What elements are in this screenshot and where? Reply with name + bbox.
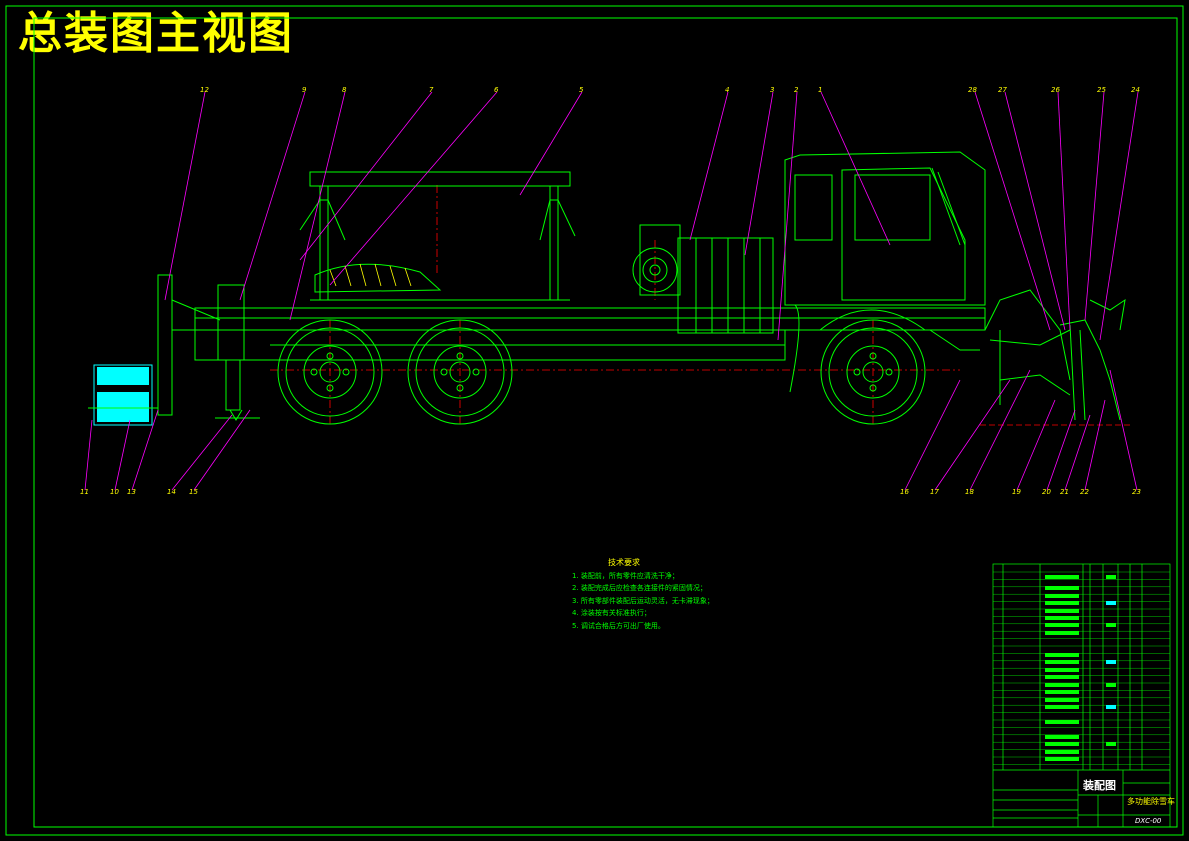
parts-list-cell	[1045, 653, 1079, 657]
parts-list-cell	[1045, 683, 1079, 687]
tech-requirement-item: 5. 调试合格后方可出厂使用。	[572, 621, 665, 630]
parts-list	[992, 563, 1171, 828]
rear-wheel-1	[277, 319, 383, 425]
tank	[677, 237, 774, 334]
hopper	[309, 171, 571, 187]
parts-list-cell	[1045, 601, 1079, 605]
parts-list-cell	[1045, 690, 1079, 694]
title-block-drawing-no: DXC-00	[1135, 817, 1162, 825]
parts-list-rows	[993, 571, 1170, 765]
parts-list-cell	[1106, 683, 1116, 687]
wheels	[277, 319, 926, 425]
title-block-product-name: 多功能除雪车	[1127, 796, 1175, 806]
balloon-labels-bottom: 11 10 13 14 15 16 17 18 19 20 21 22 23	[80, 488, 1141, 496]
chassis-frame	[194, 307, 986, 331]
title-block-drawing-name: 装配图	[1082, 778, 1116, 792]
parts-list-cell	[1045, 750, 1079, 754]
parts-list-cell	[1045, 575, 1079, 579]
balloon-28: 28	[968, 86, 977, 94]
parts-list-cell	[1045, 720, 1079, 724]
parts-list-cell	[1045, 705, 1079, 709]
balloon-9: 9	[302, 86, 307, 94]
parts-list-cell	[1045, 742, 1079, 746]
parts-list-cell	[1106, 742, 1116, 746]
balloon-13: 13	[127, 488, 136, 496]
balloon-10: 10	[110, 488, 119, 496]
drawing-title: 总装图主视图	[18, 8, 294, 59]
balloon-15: 15	[189, 488, 198, 496]
title-block	[993, 769, 1170, 827]
rear-wheel-2	[407, 319, 513, 425]
balloon-7: 7	[429, 86, 434, 94]
balloon-23: 23	[1132, 488, 1141, 496]
parts-list-cell	[1045, 735, 1079, 739]
inner-border	[33, 17, 1178, 828]
center-lines	[270, 185, 960, 425]
balloon-21: 21	[1060, 488, 1069, 496]
parts-list-cell	[1045, 594, 1079, 598]
front-plow	[984, 289, 1126, 421]
balloon-8: 8	[342, 86, 347, 94]
balloon-labels-top: 12 9 8 7 6 5 4 3 2 1 28 27 26 25 24	[200, 86, 1140, 94]
balloon-27: 27	[998, 86, 1007, 94]
balloon-12: 12	[200, 86, 209, 94]
balloon-17: 17	[930, 488, 939, 496]
tech-requirement-item: 4. 涂装按有关标准执行；	[572, 609, 651, 617]
engine	[639, 224, 681, 296]
front-wheel	[820, 319, 926, 425]
parts-list-cell	[1045, 698, 1079, 702]
balloon-18: 18	[965, 488, 974, 496]
tech-requirements-heading: 技术要求	[608, 558, 640, 567]
balloon-14: 14	[167, 488, 176, 496]
balloon-11: 11	[80, 488, 89, 496]
balloon-26: 26	[1051, 86, 1060, 94]
balloon-19: 19	[1012, 488, 1021, 496]
parts-list-cell	[1106, 575, 1116, 579]
parts-list-cell	[1045, 757, 1079, 761]
auger	[314, 263, 442, 293]
parts-list-cell	[1045, 623, 1079, 627]
parts-list-cell	[1045, 616, 1079, 620]
balloon-6: 6	[494, 86, 499, 94]
balloon-25: 25	[1097, 86, 1106, 94]
parts-list-cell	[1106, 660, 1116, 664]
truck-body	[194, 151, 986, 393]
parts-list-cell	[1045, 609, 1079, 613]
balloon-2: 2	[794, 86, 799, 94]
tech-requirement-item: 2. 装配完成后应检查各连接件的紧固情况；	[572, 584, 707, 592]
rear-attachment	[88, 274, 260, 426]
balloon-4: 4	[725, 86, 729, 94]
balloon-1: 1	[818, 86, 822, 94]
parts-list-cell	[1106, 601, 1116, 605]
technical-requirements: 技术要求 1. 装配前，所有零件应清洗干净； 2. 装配完成后应检查各连接件的紧…	[572, 557, 714, 632]
balloon-22: 22	[1080, 488, 1089, 496]
balloon-20: 20	[1042, 488, 1051, 496]
parts-list-cell	[1045, 631, 1079, 635]
balloon-16: 16	[900, 488, 909, 496]
balloon-5: 5	[579, 86, 584, 94]
tech-requirement-item: 1. 装配前，所有零件应清洗干净；	[572, 571, 679, 580]
parts-list-cell	[1045, 675, 1079, 679]
cab	[784, 151, 986, 306]
parts-list-cell	[1106, 705, 1116, 709]
leader-lines	[84, 91, 1139, 491]
parts-list-cell	[1045, 668, 1079, 672]
parts-list-cell	[1045, 586, 1079, 590]
tech-requirement-item: 3. 所有零部件装配后运动灵活，无卡滞现象；	[572, 596, 714, 605]
balloon-3: 3	[770, 86, 774, 94]
parts-list-fills	[1045, 575, 1116, 761]
outer-border	[5, 5, 1184, 836]
parts-list-cell	[1106, 623, 1116, 627]
balloon-24: 24	[1131, 86, 1140, 94]
roller-brush	[93, 364, 153, 426]
parts-list-cell	[1045, 660, 1079, 664]
